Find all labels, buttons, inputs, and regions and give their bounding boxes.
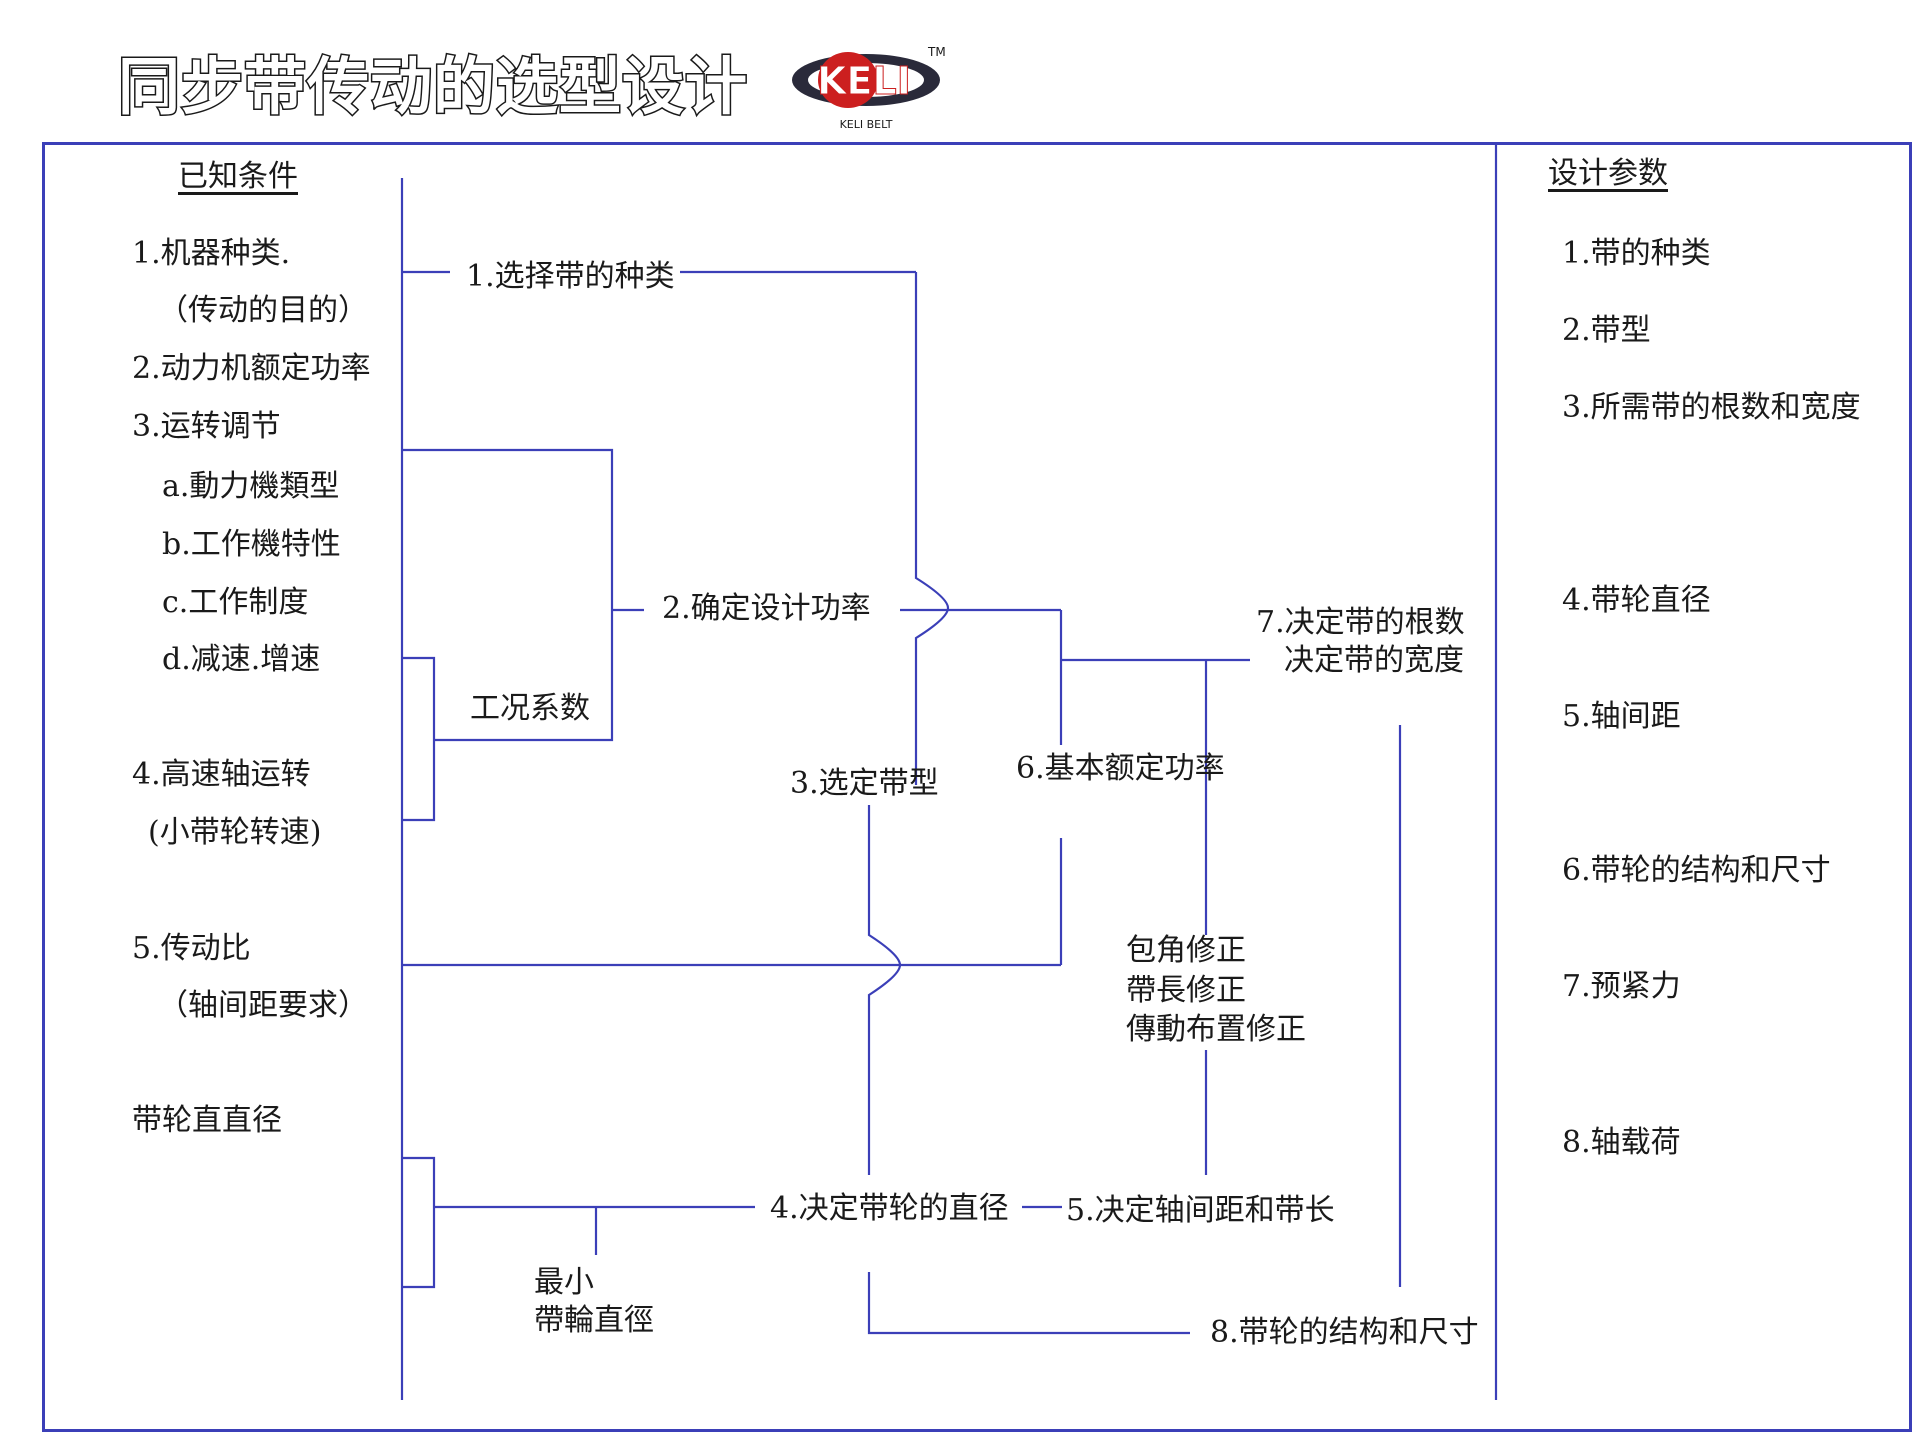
known-conditions-header: 已知条件 [178, 159, 298, 194]
crossover-s3 [867, 805, 902, 1175]
param-8: 8.轴载荷 [1562, 1125, 1681, 1160]
step-7-belt-width: 决定带的宽度 [1284, 643, 1464, 678]
connector-s8 [867, 1272, 1190, 1335]
known-item-4: 4.高速轴运转 [132, 757, 311, 792]
param-3: 3.所需带的根数和宽度 [1562, 390, 1861, 425]
step-4-pulley-diameter: 4.决定带轮的直径 [770, 1191, 1009, 1226]
step-6-rated-power: 6.基本额定功率 [1016, 751, 1225, 786]
known-item-5: 5.传动比 [132, 931, 251, 966]
step-7-belt-count: 7.决定带的根数 [1256, 605, 1465, 640]
param-7: 7.预紧力 [1562, 969, 1681, 1004]
diagram-frame [42, 142, 1912, 1432]
bracket-factor [402, 656, 436, 822]
known-item-1: 1.机器种类. [132, 236, 291, 271]
param-5: 5.轴间距 [1562, 699, 1681, 734]
known-item-6: 带轮直直径 [132, 1103, 282, 1138]
step-1-select-type: 1.选择带的种类 [466, 259, 675, 294]
param-6: 6.带轮的结构和尺寸 [1562, 853, 1831, 888]
known-item-1b: （传动的目的） [158, 293, 368, 328]
step-2-design-power: 2.确定设计功率 [662, 591, 871, 626]
correction-wrap-angle: 包角修正 [1126, 933, 1246, 968]
known-item-3b: b.工作機特性 [162, 527, 341, 562]
logo-mark: KELI [817, 59, 911, 103]
param-2: 2.带型 [1562, 313, 1651, 348]
step-5-center-distance: 5.决定轴间距和带长 [1066, 1193, 1335, 1228]
known-item-3a: a.動力機類型 [162, 469, 340, 504]
step-8-pulley-structure: 8.带轮的结构和尺寸 [1210, 1315, 1479, 1350]
crossover-s1 [914, 272, 950, 785]
known-item-5b: （轴间距要求） [158, 988, 368, 1023]
known-item-3: 3.运转调节 [132, 409, 281, 444]
correction-layout: 傳動布置修正 [1126, 1012, 1306, 1047]
known-item-3d: d.减速.增速 [162, 642, 321, 677]
min-label-2: 帶輪直徑 [534, 1303, 654, 1338]
bracket-min [402, 1156, 436, 1289]
page-title: 同步带传动的选型设计 [116, 49, 749, 125]
design-params-header: 设计参数 [1548, 156, 1668, 191]
param-1: 1.带的种类 [1562, 236, 1711, 271]
known-item-3c: c.工作制度 [162, 585, 309, 620]
param-4: 4.带轮直径 [1562, 583, 1711, 618]
min-label-1: 最小 [534, 1265, 594, 1300]
keli-logo: KELI TM KELI BELT [792, 45, 946, 131]
logo-tm: TM [927, 45, 946, 59]
known-item-2: 2.动力机额定功率 [132, 351, 371, 386]
bracket-s2 [402, 448, 614, 742]
step-3-select-model: 3.选定带型 [790, 766, 939, 801]
logo-caption: KELI BELT [840, 118, 893, 131]
known-item-4b: (小带轮转速) [148, 815, 322, 850]
correction-belt-length: 帶長修正 [1126, 973, 1246, 1008]
service-factor-label: 工况系数 [470, 691, 590, 726]
